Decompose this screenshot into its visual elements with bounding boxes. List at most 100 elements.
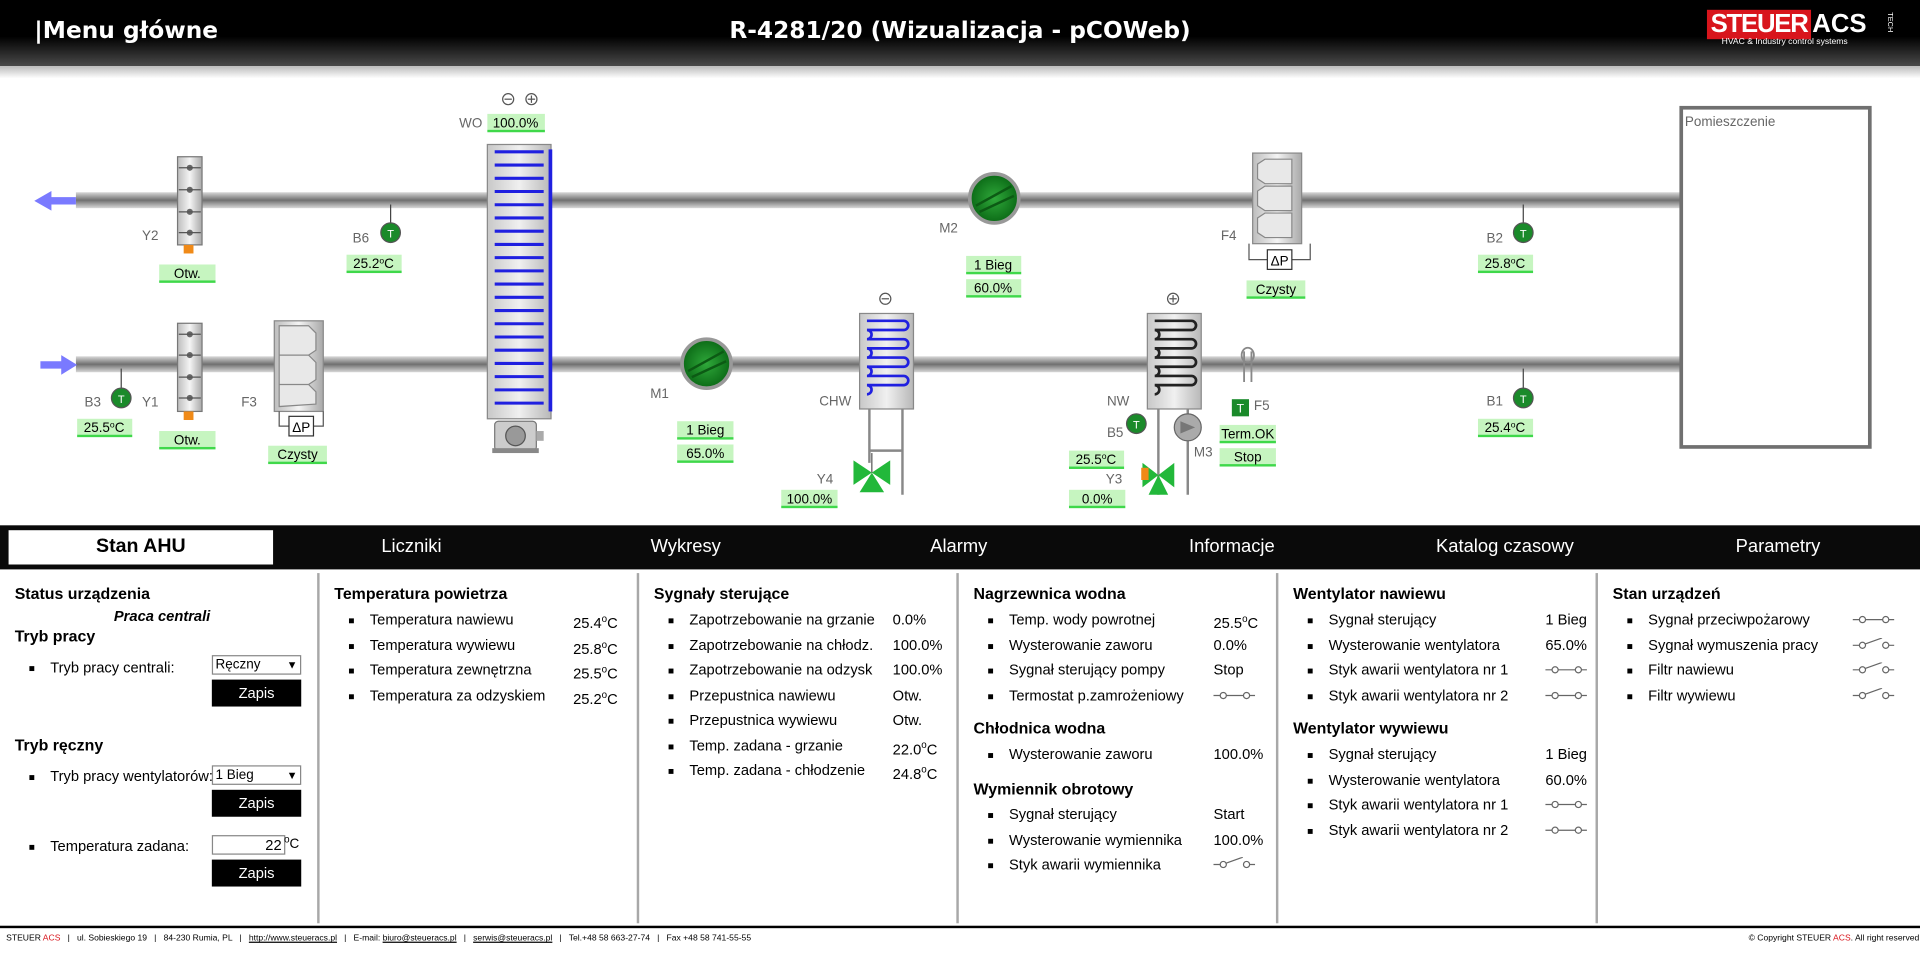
rotary-exchanger-wo[interactable]	[486, 143, 553, 454]
heater-3-row: Termostat p.zamrożeniowy	[988, 684, 1270, 706]
b6-t: T	[387, 229, 394, 241]
chw-decrease-icon[interactable]	[879, 292, 892, 305]
panel-control-signals: Sygnały sterujące Zapotrzebowanie na grz…	[639, 573, 959, 924]
air-temp-2-value-text: 25.5	[573, 664, 602, 683]
valve-y3-icon[interactable]	[1141, 462, 1175, 495]
degree-sign: o	[601, 663, 608, 675]
tab-parametry[interactable]: Parametry	[1735, 536, 1821, 558]
sensor-b6-icon: T	[380, 204, 402, 244]
supply-damper-y1[interactable]	[176, 322, 203, 421]
b2-t: T	[1520, 229, 1527, 241]
tab-liczniki[interactable]: Liczniki	[381, 536, 442, 558]
setpoint-unit-c: C	[289, 837, 300, 852]
svg-text:25.2oC: 25.2oC	[353, 255, 394, 271]
bullet	[1627, 668, 1633, 674]
tab-alarmy[interactable]: Alarmy	[930, 536, 988, 558]
supply-fan-0-label: Sygnał sterujący	[1328, 611, 1437, 629]
bullet	[1627, 693, 1633, 699]
exhaust-filter-f4[interactable]: ΔP	[1248, 152, 1311, 271]
fan-mode-label: Tryb pracy wentylatorów:	[50, 767, 213, 785]
tab-katalog-czasowy[interactable]: Katalog czasowy	[1435, 536, 1574, 558]
value-wo-text: 100.0%	[493, 115, 539, 130]
rotary-2-label: Styk awarii wymiennika	[1008, 855, 1161, 874]
supply-filter-f3[interactable]: ΔP	[273, 320, 324, 437]
room-label: Pomieszczenie	[1685, 114, 1775, 129]
bullet	[348, 618, 354, 624]
bullet	[988, 643, 994, 649]
bullet	[1307, 753, 1313, 758]
copy-c: . All right reserved.	[1850, 934, 1920, 943]
bullet	[1627, 618, 1633, 624]
exhaust-fan-m2-icon[interactable]	[967, 172, 1021, 225]
value-b3-unit: C	[115, 420, 125, 435]
fan-mode-save-button[interactable]: Zapis	[211, 789, 302, 817]
frost-thermostat-f5-icon: T	[1231, 346, 1255, 417]
degree-sign: o	[1242, 613, 1248, 625]
manual-heading: Tryb ręczny	[14, 735, 104, 755]
tab-informacje[interactable]: Informacje	[1188, 536, 1275, 558]
value-y2-text: Otw.	[174, 266, 201, 281]
tab-stan-ahu[interactable]: Stan AHU	[8, 530, 274, 565]
heater-1-value: 0.0%	[1213, 634, 1247, 656]
status-heading: Status urządzenia	[14, 584, 151, 603]
exhaust-fan-2-label: Styk awarii wentylatora nr 1	[1328, 795, 1509, 814]
pump-m3-icon[interactable]	[1173, 413, 1202, 442]
water-cooler-chw[interactable]	[858, 312, 915, 495]
tab-wykresy[interactable]: Wykresy	[650, 536, 721, 558]
footer-www-link[interactable]: http://www.steueracs.pl	[248, 934, 338, 943]
air-temp-2-label: Temperatura zewnętrzna	[369, 661, 532, 679]
air-temp-0-value: 25.4oC	[573, 609, 618, 635]
wo-decrease-icon[interactable]	[502, 93, 515, 106]
header-bar: |Menu główne R-4281/20 (Wizualizacja - p…	[0, 0, 1920, 67]
value-f5-term: Term.OK	[1219, 424, 1276, 444]
valve-y4-icon[interactable]	[853, 453, 891, 493]
air-temp-0-value-text: 25.4	[573, 614, 602, 632]
value-y2: Otw.	[159, 264, 216, 283]
mode-save-button[interactable]: Zapis	[211, 679, 302, 707]
sensor-b1-icon: T	[1512, 368, 1534, 409]
label-b3: B3	[84, 395, 100, 410]
fan-mode-select[interactable]: 1 Bieg▼	[211, 765, 302, 785]
nw-increase-icon[interactable]	[1166, 292, 1180, 305]
exhaust-damper-y2[interactable]	[176, 156, 203, 254]
main-menu-link[interactable]: |Menu główne	[34, 17, 219, 45]
cooler-0-value: 100.0%	[1213, 743, 1263, 765]
signal-4-value: Otw.	[893, 709, 922, 731]
steuer-logo: STEUER ACS HVAC & Industry control syste…	[1706, 9, 1893, 54]
contact-open-icon	[1852, 687, 1895, 699]
supply-fan-3-row: Styk awarii wentylatora nr 2	[1307, 684, 1590, 706]
setpoint-save-button[interactable]: Zapis	[211, 859, 302, 887]
supply-fan-1-value: 65.0%	[1545, 634, 1587, 656]
rotary-1-value-text: 100.0%	[1213, 830, 1264, 848]
bullet	[668, 718, 674, 724]
value-b3-deg: o	[110, 419, 115, 429]
value-b5: 25.5oC	[1068, 450, 1125, 469]
bullet	[1307, 618, 1313, 624]
supply-fan-0-value: 1 Bieg	[1545, 609, 1587, 631]
supply-fan-m1-icon[interactable]	[680, 337, 733, 391]
exhaust-fan-3-row: Styk awarii wentylatora nr 2	[1307, 819, 1590, 841]
signal-6-label: Temp. zadana - chłodzenie	[689, 761, 866, 779]
value-y1-text: Otw.	[174, 432, 201, 447]
wo-increase-icon[interactable]	[525, 93, 538, 106]
label-m1: M1	[650, 386, 669, 401]
footer-serwis-link[interactable]: serwis@steueracs.pl	[473, 934, 553, 943]
value-m2-speed-text: 1 Bieg	[974, 257, 1012, 272]
mode-select[interactable]: Ręczny▼	[211, 655, 302, 675]
footer-email-link[interactable]: biuro@steueracs.pl	[382, 934, 457, 943]
bullet	[668, 668, 674, 674]
value-b2-deg: o	[1511, 255, 1516, 265]
label-wo: WO	[459, 115, 482, 130]
rotary-1-label: Wysterowanie wymiennika	[1008, 830, 1182, 848]
signal-0-value: 0.0%	[893, 609, 927, 631]
heater-2-value: Stop	[1213, 659, 1243, 681]
bullet	[1307, 693, 1313, 699]
supply-fan-3-label: Styk awarii wentylatora nr 2	[1328, 686, 1509, 704]
label-f4: F4	[1221, 228, 1237, 243]
heater-2-label: Sygnał sterujący pompy	[1008, 661, 1165, 679]
setpoint-input[interactable]: 22	[211, 835, 286, 855]
